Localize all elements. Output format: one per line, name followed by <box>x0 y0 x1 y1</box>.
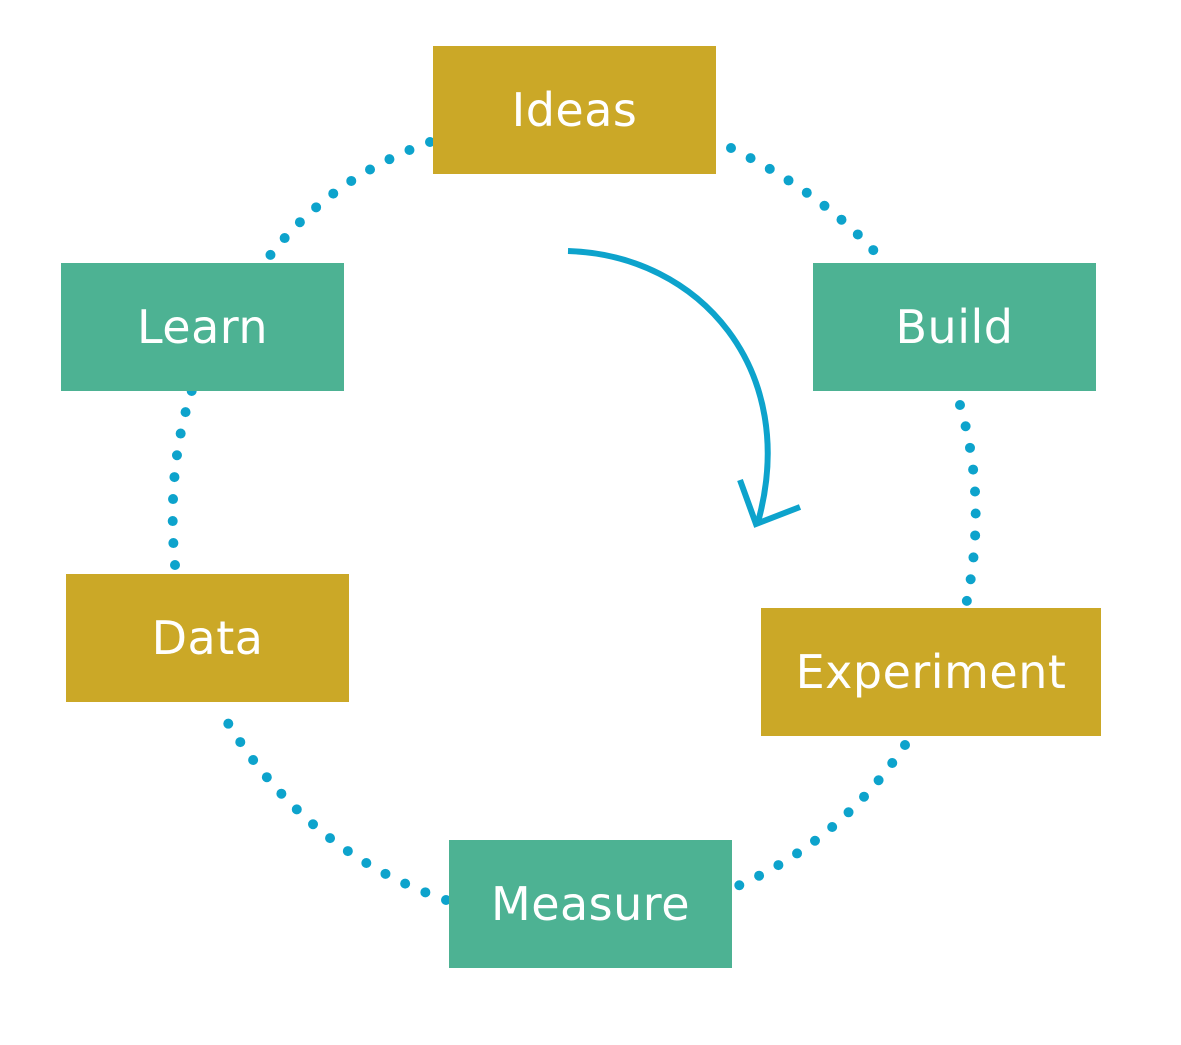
connector-build-experiment <box>955 400 981 610</box>
stage-label: Measure <box>491 877 690 931</box>
stage-experiment: Experiment <box>761 608 1101 736</box>
connector-learn-ideas <box>263 137 435 263</box>
stage-ideas: Ideas <box>433 46 716 174</box>
stage-data: Data <box>66 574 349 702</box>
stage-learn: Learn <box>61 263 344 391</box>
connector-ideas-build <box>726 143 881 258</box>
connector-data-learn <box>167 385 197 570</box>
stage-measure: Measure <box>449 840 732 968</box>
stage-label: Learn <box>136 300 269 354</box>
stage-label: Ideas <box>511 83 638 137</box>
connector-experiment-measure <box>728 740 910 893</box>
connector-measure-data <box>214 703 451 905</box>
stage-label: Build <box>895 300 1014 354</box>
stage-label: Data <box>151 611 264 665</box>
stage-label: Experiment <box>795 645 1067 699</box>
stage-build: Build <box>813 263 1096 391</box>
clockwise-arrow-icon <box>567 248 802 528</box>
